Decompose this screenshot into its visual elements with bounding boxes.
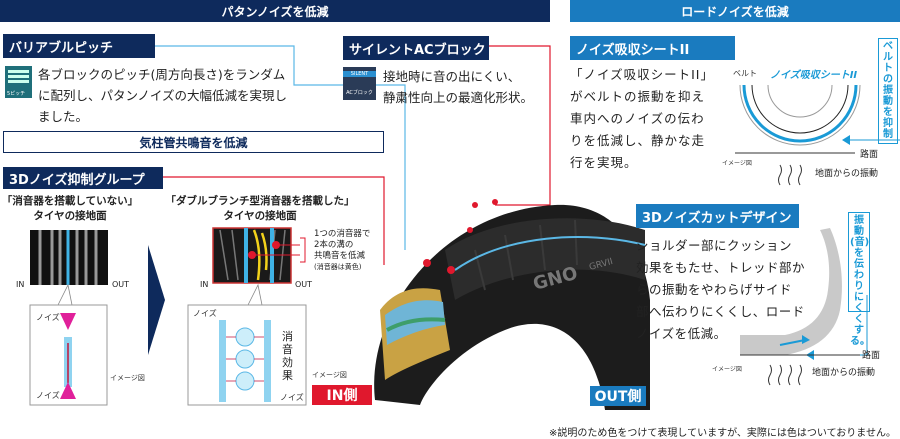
noise-label: ノイズ (36, 391, 60, 400)
desc-line: 各ブロックのピッチ(周方向長さ)をランダム (38, 67, 286, 82)
annotation-line: 1つの消音器で (314, 229, 371, 239)
groove-diagrams (29, 227, 307, 406)
image-note: イメージ図 (312, 371, 347, 379)
tag-text: OUT側 (594, 389, 642, 405)
in-side-tag: IN側 (312, 385, 372, 405)
road-label: 路面 (860, 150, 879, 160)
heading-line: 「消音器を搭載していない」 (1, 195, 139, 207)
sheet-label: ノイズ吸収シートII (770, 70, 858, 81)
icon-label: SILENT (343, 71, 376, 77)
title-text: 3Dノイズカットデザイン (642, 210, 792, 226)
silent-ac-icon: SILENT ACブロック (343, 67, 376, 100)
band-label: ロードノイズを低減 (681, 4, 789, 19)
noise-sheet-title: ノイズ吸収シートII (570, 36, 735, 60)
band-label: パタンノイズを低減 (221, 4, 329, 19)
desc-line: 車内へのノイズの伝わ (570, 111, 705, 126)
cut-design-diagram (740, 228, 868, 386)
heading-line: タイヤの接地面 (223, 210, 297, 222)
silent-ac-desc: 接地時に音の出にくい、 静粛性向上の最適化形状。 (383, 66, 533, 108)
desc-line: ました。 (38, 109, 89, 124)
groove-title: 3Dノイズ抑制グループ (3, 167, 163, 189)
desc-line: がベルトの振動を抑え (570, 89, 706, 104)
silencer-effect-label: 消音効果 (282, 330, 293, 382)
variable-pitch-icon: 5ピッチ (5, 66, 32, 98)
noise-label: ノイズ (280, 393, 304, 402)
desc-line: ショルダー部にクッション (636, 238, 793, 253)
desc-line: 部へ伝わりにくくし、ロード (636, 304, 805, 319)
out-side-tag: OUT側 (590, 386, 646, 406)
road-noise-band: ロードノイズを低減 (570, 0, 900, 22)
out-label: OUT (295, 280, 313, 289)
image-note: イメージ図 (712, 366, 742, 373)
tire-illustration: GNO GRVII (374, 199, 650, 410)
title-text: バリアブルピッチ (9, 40, 114, 56)
noise-label: ノイズ (36, 313, 60, 322)
icon-label: 5ピッチ (7, 91, 26, 97)
resonance-title: 気柱管共鳴音を低減 (139, 135, 248, 150)
cut-design-desc: ショルダー部にクッション 効果をもたせ、トレッド部か らの振動をやわらげサイド … (636, 235, 805, 345)
annotation-line: 2本の溝の (314, 240, 354, 250)
desc-line: 「ノイズ吸収シートII」 (570, 67, 714, 82)
title-text: サイレントACブロック (349, 42, 486, 58)
ground-vibration-label: 地面からの振動 (815, 169, 879, 179)
left-heading: 「消音器を搭載していない」 タイヤの接地面 (0, 194, 140, 224)
annotation-note: (消音器は黄色) (314, 263, 362, 271)
road-label: 路面 (862, 351, 881, 361)
belt-callout: ベルトの振動を抑制 (878, 38, 898, 144)
silencer-annotation: 1つの消音器で 2本の溝の 共鳴音を低減 (消音器は黄色) (314, 229, 370, 273)
desc-line: 静粛性向上の最適化形状。 (383, 90, 534, 105)
out-label: OUT (112, 280, 130, 289)
noise-sheet-diagram (735, 84, 900, 186)
belt-label: ベルト (733, 69, 757, 78)
noise-label: ノイズ (193, 309, 217, 318)
in-label: IN (200, 280, 209, 289)
resonance-box: 気柱管共鳴音を低減 (3, 131, 384, 153)
title-text: 3Dノイズ抑制グループ (9, 172, 145, 188)
in-label: IN (16, 280, 25, 289)
annotation-line: 共鳴音を低減 (314, 251, 366, 261)
desc-line: 行を実現。 (570, 155, 638, 170)
silent-ac-title: サイレントACブロック (343, 36, 489, 60)
vibration-callout: 振動(音)を伝わりにくくする。 (848, 212, 870, 347)
icon-label: ACブロック (346, 90, 373, 96)
image-note: イメージ図 (110, 374, 145, 382)
right-heading: 「ダブルブランチ型消音器を搭載した」 タイヤの接地面 (150, 194, 370, 224)
title-text: ノイズ吸収シートII (576, 42, 690, 58)
footnote: ※説明のため色をつけて表現していますが、実際には色はついておりません。 (549, 428, 896, 439)
heading-line: タイヤの接地面 (33, 210, 107, 222)
heading-line: 「ダブルブランチ型消音器を搭載した」 (165, 195, 355, 207)
tag-text: IN側 (326, 388, 358, 404)
desc-line: 効果をもたせ、トレッド部か (636, 260, 806, 275)
image-note: イメージ図 (722, 160, 752, 167)
variable-pitch-title: バリアブルピッチ (3, 34, 155, 58)
pattern-noise-band: パタンノイズを低減 (0, 0, 550, 22)
desc-line: りを低減し、静かな走 (570, 133, 706, 148)
desc-line: ノイズを低減。 (636, 326, 727, 341)
ground-vibration-label: 地面からの振動 (812, 368, 876, 378)
desc-line: 接地時に音の出にくい、 (383, 69, 521, 84)
desc-line: に配列し、パタンノイズの大幅低減を実現し (38, 88, 288, 103)
cut-design-title: 3Dノイズカットデザイン (636, 204, 799, 228)
variable-pitch-desc: 各ブロックのピッチ(周方向長さ)をランダム に配列し、パタンノイズの大幅低減を実… (38, 64, 287, 127)
noise-sheet-desc: 「ノイズ吸収シートII」 がベルトの振動を抑え 車内へのノイズの伝わ りを低減し… (570, 64, 714, 174)
desc-line: らの振動をやわらげサイド (636, 282, 793, 297)
